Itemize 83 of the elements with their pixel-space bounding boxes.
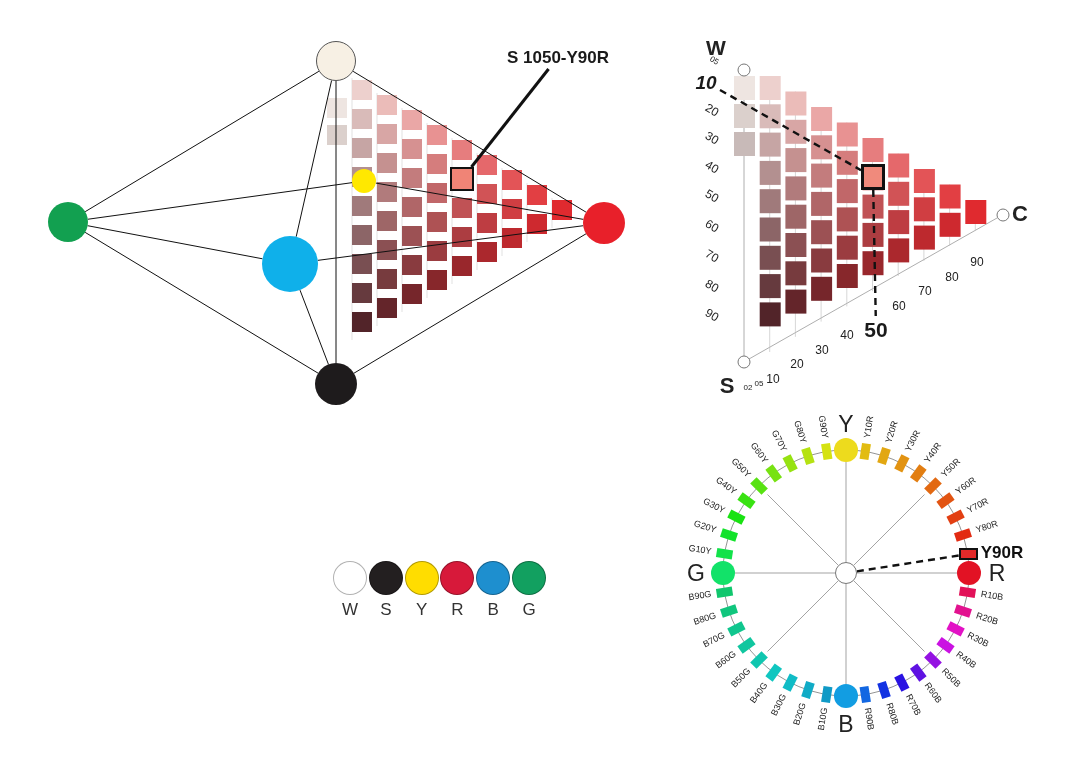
scale-number: 05 <box>754 380 764 388</box>
legend-label: G <box>522 601 536 618</box>
leader-line <box>470 68 550 168</box>
axis-letter: C <box>1012 203 1028 225</box>
connector-line <box>87 182 353 220</box>
scale-number: 10 <box>766 373 780 385</box>
axis-letter: S <box>719 375 735 397</box>
hue-label: R30B <box>965 631 990 650</box>
hue-label: B10G <box>816 707 830 732</box>
hue-notation: Y90R <box>980 543 1024 561</box>
scale-number: 10 <box>692 71 720 93</box>
hue-label: B90G <box>687 589 712 603</box>
scale-number: 80 <box>945 271 959 283</box>
legend-label: B <box>487 601 499 618</box>
scale-number: 90 <box>970 256 984 268</box>
scale-number: 30 <box>815 344 829 356</box>
pole-circle <box>352 169 376 193</box>
scale-number: 30 <box>703 129 721 147</box>
connector-line <box>299 289 329 365</box>
highlight-frame <box>450 167 474 191</box>
pole-circle <box>315 363 357 405</box>
connector-line <box>317 225 584 261</box>
hue-label: R20B <box>974 611 999 627</box>
scale-number: 40 <box>840 329 854 341</box>
hue-label: G70Y <box>769 428 789 454</box>
scale-number: 02 <box>743 384 753 392</box>
hue-label: R70B <box>904 692 923 717</box>
axis-letter: Y <box>838 412 854 436</box>
scale-number: 90 <box>703 306 721 324</box>
hue-label: Y20R <box>884 420 900 445</box>
dashed-guide-line <box>872 189 877 317</box>
hue-label: R10B <box>980 589 1004 603</box>
hue-label: Y70R <box>965 496 990 515</box>
legend-label: W <box>342 601 358 618</box>
pole-circle <box>48 202 88 242</box>
legend-label: Y <box>415 601 428 618</box>
connector-line <box>84 231 319 374</box>
hue-label: G10Y <box>687 543 712 557</box>
connector-line <box>87 225 263 260</box>
hue-label: B70G <box>701 630 727 650</box>
scale-number: 40 <box>703 158 721 176</box>
scale-number: 50 <box>703 187 721 205</box>
scale-number: 80 <box>703 277 721 295</box>
dashed-guide-line <box>719 88 862 172</box>
scale-number: 20 <box>703 101 721 119</box>
legend-label: R <box>451 601 464 618</box>
hue-label: G20Y <box>692 519 718 536</box>
scale-number: 60 <box>892 300 906 312</box>
scale-number: 60 <box>703 217 721 235</box>
pole-circle <box>583 202 625 244</box>
pole-circle <box>316 41 356 81</box>
notation-label: S 1050-Y90R <box>488 45 628 69</box>
legend-label: S <box>380 601 392 618</box>
hue-label: G90Y <box>816 414 830 439</box>
pole-circle <box>262 236 318 292</box>
highlight-frame <box>959 548 978 560</box>
hue-label: B80G <box>692 610 718 627</box>
hue-label: R90B <box>862 707 876 731</box>
hue-label: G30Y <box>701 496 727 516</box>
connector-line <box>375 182 584 220</box>
hue-label: B20G <box>792 701 809 727</box>
connector-line <box>352 70 587 213</box>
connector-line <box>335 80 337 364</box>
scale-number: 70 <box>918 285 932 297</box>
scale-number: 50 <box>859 316 893 342</box>
axis-letter: B <box>838 712 854 736</box>
hue-label: B30G <box>769 692 789 718</box>
center-circle <box>835 562 857 584</box>
scale-number: 20 <box>790 358 804 370</box>
hue-label: Y10R <box>862 415 876 439</box>
hue-label: G80Y <box>792 419 809 445</box>
hue-label: Y30R <box>904 429 923 454</box>
axis-letter: G <box>687 561 705 585</box>
connector-line <box>353 233 587 374</box>
dashed-guide-line <box>856 554 960 573</box>
scale-number: 05 <box>708 55 720 67</box>
hue-label: R80B <box>884 701 900 726</box>
axis-letter: R <box>988 561 1006 585</box>
highlight-frame <box>861 164 885 190</box>
connector-line <box>84 70 320 213</box>
connector-line <box>295 80 333 238</box>
hue-label: Y80R <box>974 519 999 535</box>
scale-number: 70 <box>703 247 721 265</box>
